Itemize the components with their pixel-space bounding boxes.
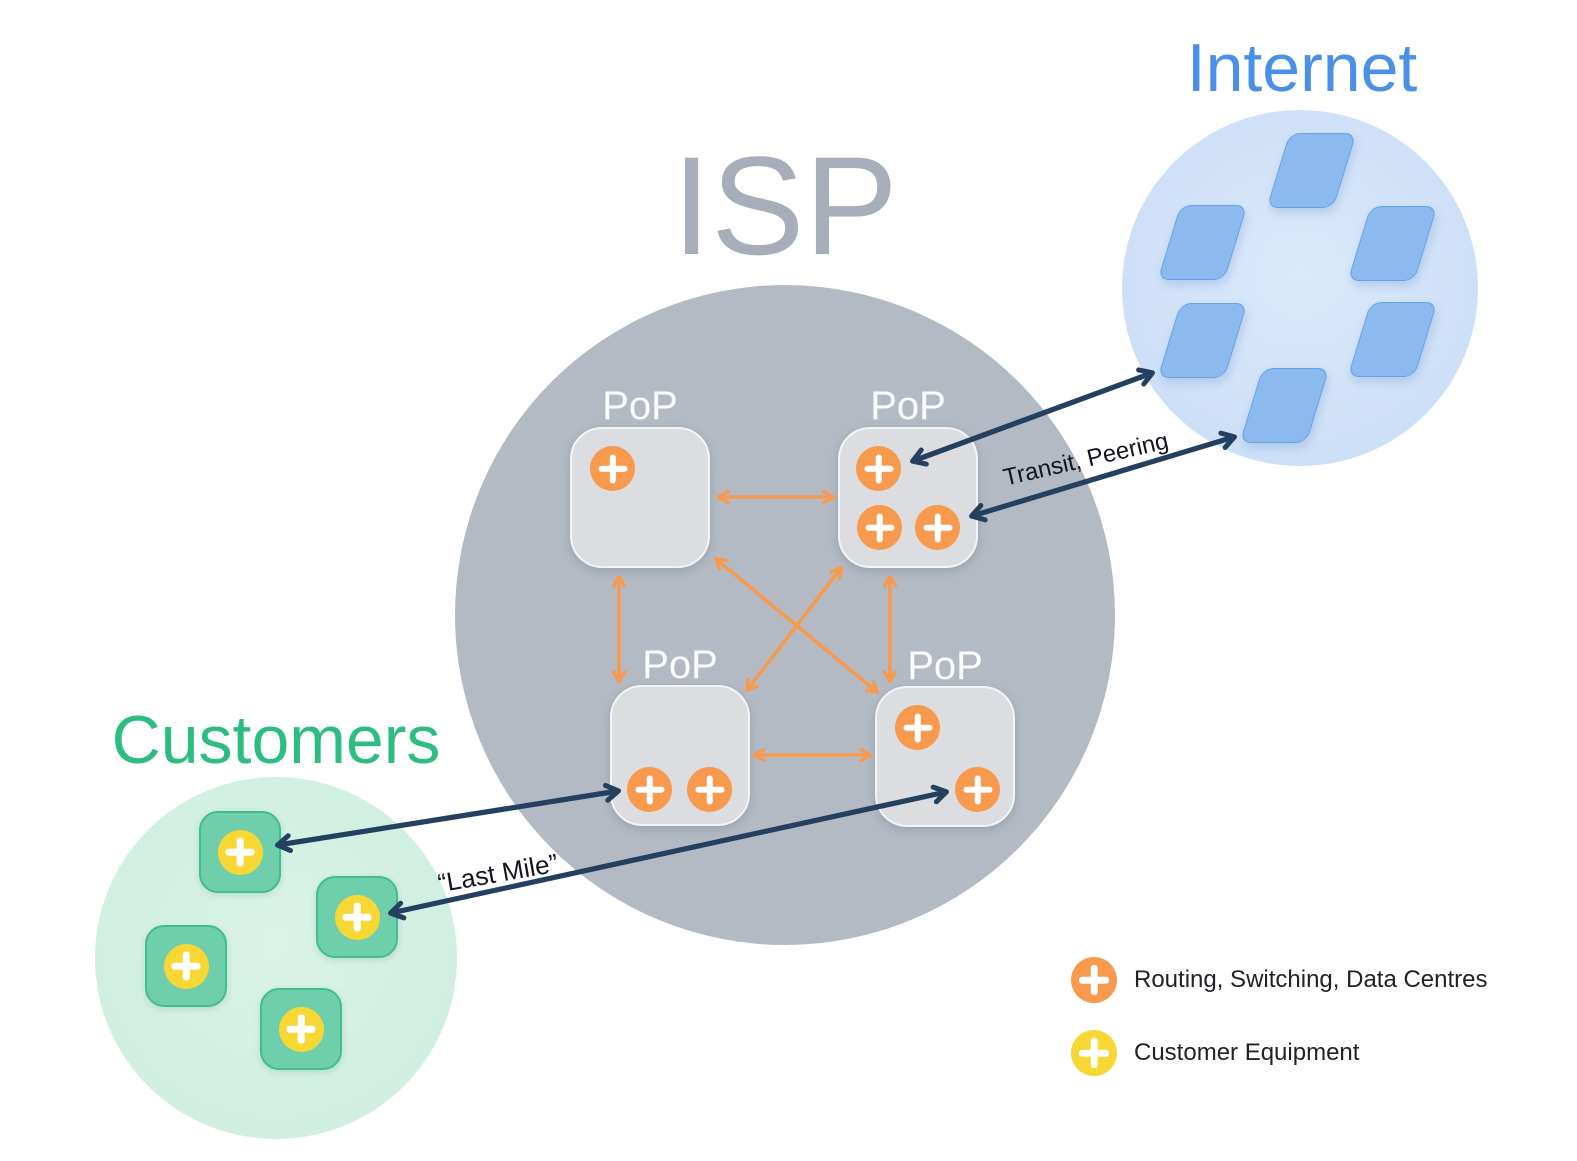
legend-item-customer-equipment: Customer Equipment <box>1071 1030 1359 1076</box>
customers-title: Customers <box>111 702 441 778</box>
pop-box <box>570 427 710 568</box>
customer-premises-box <box>260 988 342 1070</box>
customer-equipment-plus-icon <box>217 829 263 875</box>
legend-label: Routing, Switching, Data Centres <box>1134 966 1488 993</box>
transit-peering-arrow <box>910 367 1155 467</box>
routing-plus-icon <box>856 446 901 491</box>
routing-plus-icon <box>857 505 902 550</box>
pop-link-arrow <box>744 565 844 693</box>
customer-equipment-plus-icon <box>278 1006 324 1052</box>
customer-equipment-plus-icon <box>334 894 380 940</box>
last-mile-arrow <box>388 784 949 921</box>
routing-plus-icon <box>955 767 1000 812</box>
customer-premises-box <box>145 925 227 1007</box>
customer-equipment-plus-icon <box>1071 1030 1117 1076</box>
routing-plus-icon <box>895 705 940 750</box>
isp-title: ISP <box>672 127 898 284</box>
pop-label: PoP <box>907 644 983 688</box>
legend-item-routing: Routing, Switching, Data Centres <box>1071 957 1488 1003</box>
pop-label: PoP <box>642 643 718 687</box>
transit-peering-arrow <box>969 430 1237 523</box>
pop-label: PoP <box>602 384 678 428</box>
routing-plus-icon <box>915 505 960 550</box>
last-mile-arrow <box>275 782 621 854</box>
customer-equipment-plus-icon <box>163 943 209 989</box>
internet-title: Internet <box>1186 30 1418 106</box>
legend-label: Customer Equipment <box>1134 1039 1360 1066</box>
routing-plus-icon <box>590 446 635 491</box>
customer-premises-box <box>316 876 398 958</box>
routing-plus-icon <box>1071 957 1117 1003</box>
customer-premises-box <box>199 811 281 893</box>
